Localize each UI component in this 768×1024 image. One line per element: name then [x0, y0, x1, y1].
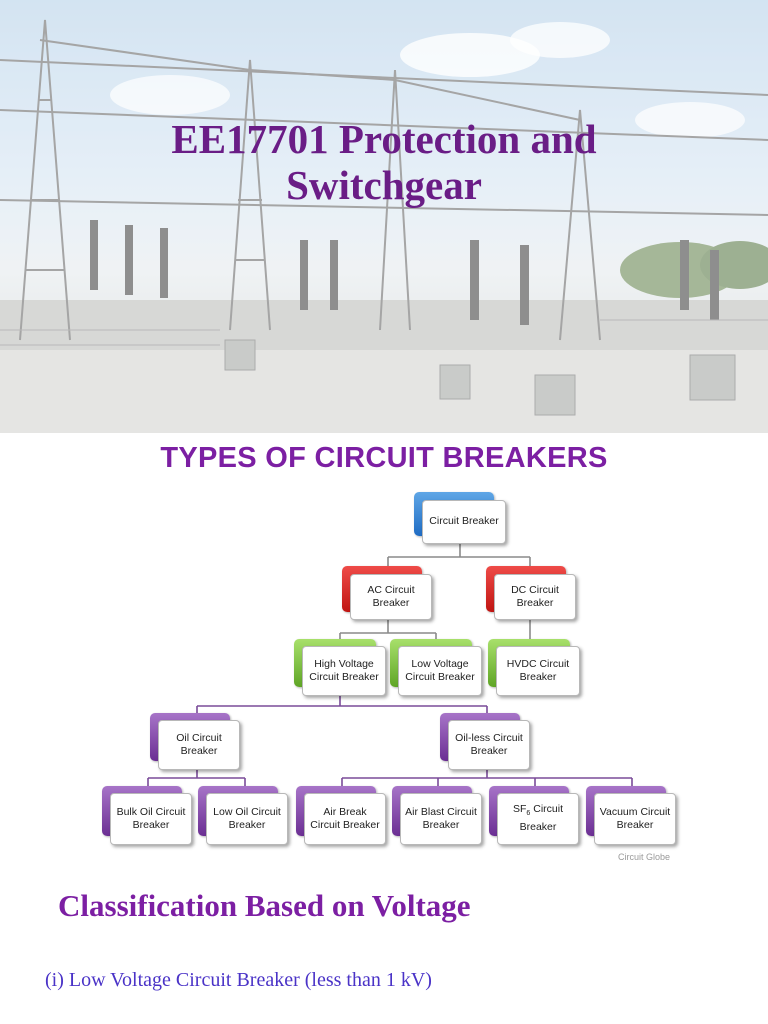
node-low-voltage-circuit-breaker: Low Voltage Circuit Breaker: [398, 646, 482, 696]
sf6-label: SF6 Circuit Breaker: [513, 803, 563, 834]
node-sf6-circuit-breaker: SF6 Circuit Breaker: [497, 793, 579, 845]
slide-title-line-2: Switchgear: [286, 162, 482, 208]
substation-illustration: [0, 19, 768, 433]
node-oil-circuit-breaker: Oil Circuit Breaker: [158, 720, 240, 770]
node-bulk-oil-circuit-breaker: Bulk Oil Circuit Breaker: [110, 793, 192, 845]
slide-title: EE17701 Protection and Switchgear: [0, 116, 768, 208]
diagram-credit: Circuit Globe: [618, 852, 671, 862]
node-ac-circuit-breaker: AC Circuit Breaker: [350, 574, 432, 620]
section-title: TYPES OF CIRCUIT BREAKERS: [160, 442, 608, 474]
node-dc-circuit-breaker: DC Circuit Breaker: [494, 574, 576, 620]
node-oil-less-circuit-breaker: Oil-less Circuit Breaker: [448, 720, 530, 770]
node-circuit-breaker: Circuit Breaker: [422, 500, 506, 544]
node-air-blast-circuit-breaker: Air Blast Circuit Breaker: [400, 793, 482, 845]
substation-photo: EE17701 Protection and Switchgear: [0, 0, 768, 433]
node-vacuum-circuit-breaker: Vacuum Circuit Breaker: [594, 793, 676, 845]
bullet-low-voltage: (i) Low Voltage Circuit Breaker (less th…: [45, 969, 432, 991]
node-hvdc-circuit-breaker: HVDC Circuit Breaker: [496, 646, 580, 696]
classification-subheading: Classification Based on Voltage: [58, 888, 471, 923]
node-air-break-circuit-breaker: Air Break Circuit Breaker: [304, 793, 386, 845]
slide-title-line-1: EE17701 Protection and: [171, 116, 597, 162]
node-high-voltage-circuit-breaker: High Voltage Circuit Breaker: [302, 646, 386, 696]
connector-lines: [147, 540, 633, 790]
circuit-breaker-classification-diagram: Circuit Breaker AC Circuit Breaker DC Ci…: [0, 480, 768, 870]
node-low-oil-circuit-breaker: Low Oil Circuit Breaker: [206, 793, 288, 845]
